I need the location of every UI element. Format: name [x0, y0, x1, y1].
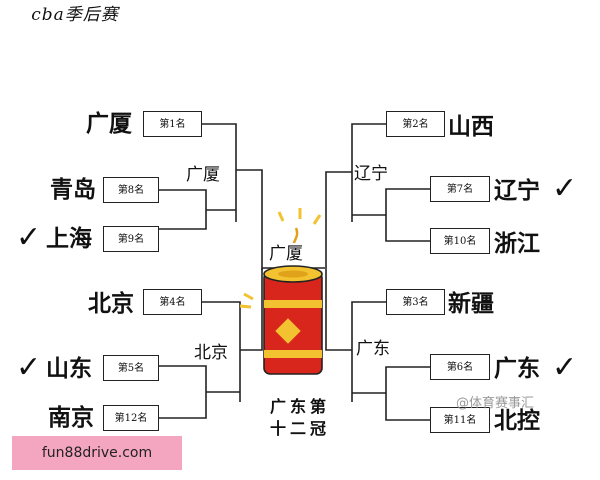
check-icon: ✓ — [552, 350, 578, 385]
team-liaoning: 辽宁 — [494, 178, 540, 204]
bracket-left-top-pair — [159, 189, 207, 230]
winner-left-semi: 广厦 — [269, 243, 303, 265]
check-icon: ✓ — [16, 350, 42, 385]
seed-box-8: 第8名 — [103, 177, 159, 203]
seed-box-12: 第12名 — [103, 405, 159, 431]
seed-box-2: 第2名 — [386, 111, 445, 137]
team-beikong: 北控 — [494, 408, 540, 434]
watermark: @体育赛事汇 — [456, 396, 535, 411]
seed-box-10: 第10名 — [430, 228, 490, 254]
seed-box-3: 第3名 — [386, 289, 445, 315]
seed-box-4: 第4名 — [143, 289, 202, 315]
bracket-right-top-pair — [385, 188, 430, 242]
team-xinjiang: 新疆 — [448, 291, 494, 317]
bracket-right-bottom-pair — [385, 366, 430, 421]
check-icon: ✓ — [552, 171, 578, 206]
team-nanjing: 南京 — [48, 405, 94, 431]
champion-text: 广东第十二冠 — [270, 397, 331, 438]
seed-box-9: 第9名 — [103, 226, 159, 252]
team-shanghai: 上海 — [46, 226, 92, 252]
bracket-left-bottom-pair — [159, 365, 207, 419]
team-guangsha: 广厦 — [86, 111, 132, 137]
team-guangdong: 广东 — [494, 356, 540, 382]
seed-box-11: 第11名 — [430, 407, 490, 433]
firecracker-icon — [239, 208, 323, 375]
seed-box-5: 第5名 — [103, 355, 159, 381]
winner-left-bottom: 北京 — [194, 342, 228, 364]
winner-right-top: 辽宁 — [354, 163, 388, 185]
team-shanxi: 山西 — [448, 114, 494, 140]
winner-right-bottom: 广东 — [356, 338, 390, 360]
ad-banner[interactable]: fun88drive.com — [12, 436, 182, 470]
seed-box-7: 第7名 — [430, 176, 490, 202]
seed-box-1: 第1名 — [143, 111, 202, 137]
check-icon: ✓ — [16, 220, 42, 255]
team-beijing: 北京 — [88, 291, 134, 317]
team-zhejiang: 浙江 — [494, 231, 540, 257]
team-shandong: 山东 — [46, 356, 92, 382]
winner-left-top: 广厦 — [186, 164, 220, 186]
seed-box-6: 第6名 — [430, 354, 490, 380]
team-qingdao: 青岛 — [50, 177, 96, 203]
page-title: cba季后赛 — [31, 5, 119, 25]
